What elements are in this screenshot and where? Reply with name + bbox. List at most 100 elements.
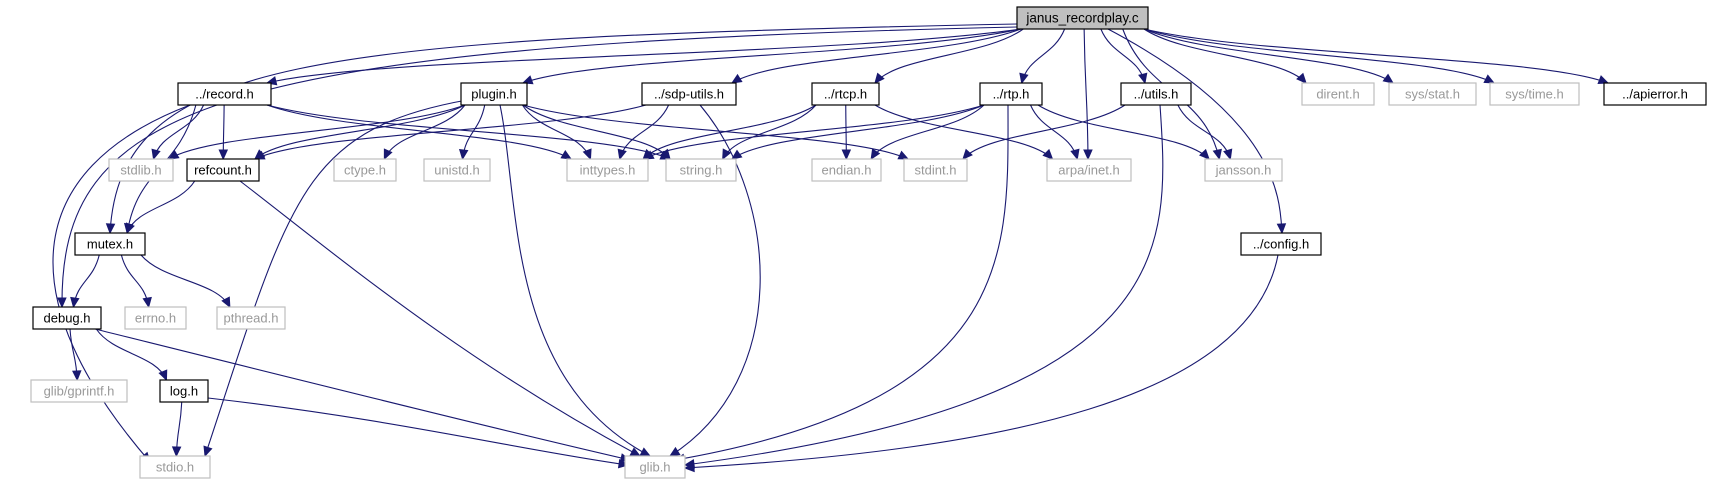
edge-rtp-to-glib xyxy=(674,104,1009,461)
edge-janus_recordplay-to-config xyxy=(1107,28,1283,234)
edge-record-to-string xyxy=(266,104,671,160)
node-debug[interactable]: debug.h xyxy=(32,306,102,330)
node-record[interactable]: ../record.h xyxy=(177,82,272,106)
edge-arrowhead xyxy=(1382,73,1394,84)
edge-janus_recordplay-to-mutex xyxy=(109,23,1018,234)
edge-janus_recordplay-to-systime xyxy=(1143,28,1495,84)
node-stdint: stdint.h xyxy=(903,158,968,182)
node-endian: endian.h xyxy=(811,158,882,182)
node-label: dirent.h xyxy=(1316,87,1359,102)
node-mutex[interactable]: mutex.h xyxy=(74,232,146,256)
edge-plugin-to-stdio xyxy=(204,99,468,457)
edge-arrowhead xyxy=(730,73,743,84)
edge-arrowhead xyxy=(1042,148,1054,160)
node-arpainet: arpa/inet.h xyxy=(1046,158,1132,182)
node-box xyxy=(1603,82,1707,106)
edge-refcount-to-glib xyxy=(239,180,641,457)
edge-debug-to-glib xyxy=(94,328,631,461)
edge-rtcp-to-string xyxy=(722,104,817,160)
edge-rtp-to-string xyxy=(731,104,985,160)
edge-arrowhead xyxy=(171,446,182,458)
node-unistd: unistd.h xyxy=(423,158,491,182)
node-label: string.h xyxy=(680,163,723,178)
edge-arrowhead xyxy=(962,148,973,160)
edge-arrowhead xyxy=(1223,148,1233,161)
node-config[interactable]: ../config.h xyxy=(1240,232,1322,256)
edge-arrowhead xyxy=(1019,72,1029,85)
node-box xyxy=(811,158,882,182)
edge-janus_recordplay-to-plugin xyxy=(522,28,1022,84)
node-janus_recordplay[interactable]: janus_recordplay.c xyxy=(1016,6,1149,30)
edge-utils-to-stdint xyxy=(962,104,1126,160)
node-box xyxy=(216,306,286,330)
edge-rtp-to-jansson xyxy=(1037,104,1210,160)
edge-arrowhead xyxy=(253,150,266,160)
node-label: errno.h xyxy=(135,311,176,326)
edge-arrowhead xyxy=(1212,148,1222,161)
node-rtp[interactable]: ../rtp.h xyxy=(979,82,1043,106)
node-label: unistd.h xyxy=(434,163,480,178)
edge-rtcp-to-inttypes xyxy=(642,104,817,160)
edge-rtp-to-inttypes xyxy=(643,104,985,160)
node-plugin[interactable]: plugin.h xyxy=(460,82,528,106)
node-box xyxy=(624,455,686,479)
edge-arrowhead xyxy=(203,445,213,458)
edge-janus_recordplay-to-record xyxy=(266,28,1022,84)
node-label: ../rtp.h xyxy=(993,87,1030,102)
edge-arrowhead xyxy=(1276,223,1287,235)
nodes-layer: janus_recordplay.c ../record.h plugin.h ../… xyxy=(30,6,1707,479)
node-box xyxy=(32,306,102,330)
node-dirent: dirent.h xyxy=(1301,82,1375,106)
edge-mutex-to-pthread xyxy=(140,254,231,308)
edge-arrowhead xyxy=(57,297,67,309)
edge-arrowhead xyxy=(125,222,135,235)
node-label: ../apierror.h xyxy=(1622,87,1688,102)
node-utils[interactable]: ../utils.h xyxy=(1120,82,1192,106)
edge-sdputils-to-refcount xyxy=(254,104,647,160)
node-string: string.h xyxy=(665,158,737,182)
edge-plugin-to-ctype xyxy=(383,104,466,160)
node-rtcp[interactable]: ../rtcp.h xyxy=(811,82,880,106)
edge-arrowhead xyxy=(1070,148,1080,161)
node-box xyxy=(1240,232,1322,256)
node-box xyxy=(903,158,968,182)
node-sdputils[interactable]: ../sdp-utils.h xyxy=(641,82,737,106)
node-sysstat: sys/stat.h xyxy=(1388,82,1477,106)
edge-arrowhead xyxy=(167,149,180,160)
node-box xyxy=(124,306,187,330)
edge-plugin-to-stdlib xyxy=(168,104,466,160)
node-log[interactable]: log.h xyxy=(159,379,209,403)
edge-arrowhead xyxy=(383,148,393,161)
node-box xyxy=(423,158,491,182)
node-stdio: stdio.h xyxy=(139,455,211,479)
edge-arrowhead xyxy=(105,223,116,235)
node-label: ctype.h xyxy=(344,163,386,178)
node-label: stdint.h xyxy=(915,163,957,178)
node-box xyxy=(641,82,737,106)
node-label: sys/time.h xyxy=(1505,87,1564,102)
edge-arrowhead xyxy=(870,148,881,161)
edge-arrowhead xyxy=(521,75,534,85)
edge-arrowhead xyxy=(722,148,732,161)
edge-arrowhead xyxy=(560,150,573,160)
node-label: ../sdp-utils.h xyxy=(654,87,724,102)
edge-janus_recordplay-to-rtcp xyxy=(874,28,1024,84)
node-refcount[interactable]: refcount.h xyxy=(186,158,260,182)
node-jansson: jansson.h xyxy=(1204,158,1283,182)
node-apierror[interactable]: ../apierror.h xyxy=(1603,82,1707,106)
node-box xyxy=(1301,82,1375,106)
node-label: sys/stat.h xyxy=(1405,87,1460,102)
node-box xyxy=(108,158,174,182)
node-label: ../rtcp.h xyxy=(824,87,867,102)
node-pthread: pthread.h xyxy=(216,306,286,330)
node-label: ../record.h xyxy=(195,87,254,102)
node-label: debug.h xyxy=(44,311,91,326)
node-label: janus_recordplay.c xyxy=(1025,11,1139,26)
edge-sdputils-to-glib xyxy=(669,104,761,457)
edge-arrowhead xyxy=(639,447,652,457)
edge-log-to-glib xyxy=(207,397,629,466)
node-box xyxy=(1120,82,1192,106)
node-label: plugin.h xyxy=(471,87,517,102)
node-systime: sys/time.h xyxy=(1489,82,1580,106)
